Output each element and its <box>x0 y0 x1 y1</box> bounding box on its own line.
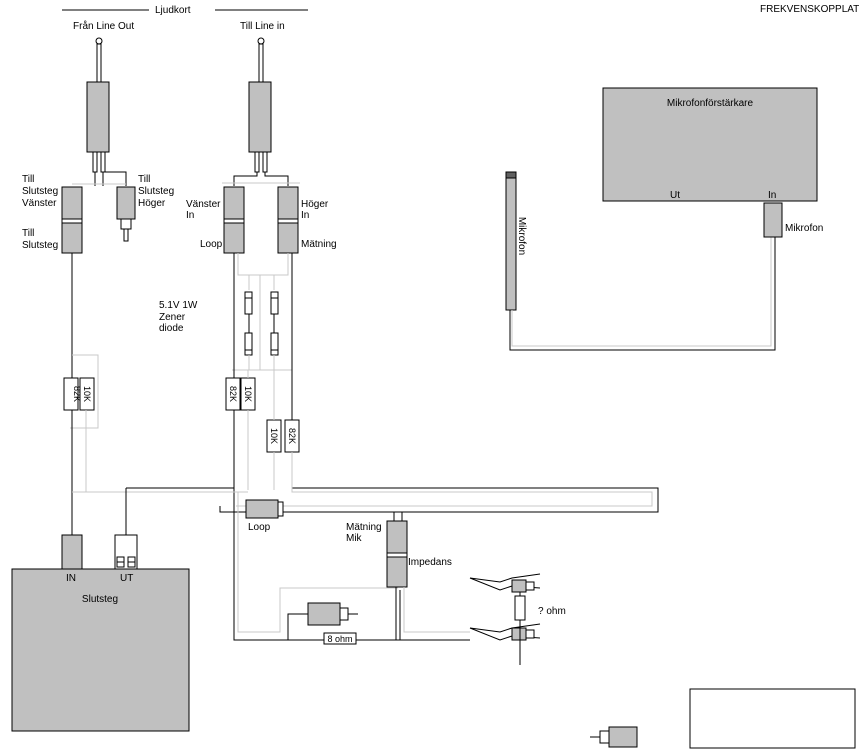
line-out-label: Från Line Out <box>73 20 134 32</box>
line-in-label: Till Line in <box>240 21 285 32</box>
resistor-r2-label: 10K <box>82 386 92 402</box>
rca-speaker-plug-icon <box>307 602 358 626</box>
amplifier-box <box>11 568 190 732</box>
matning-mik-label-2: Mik <box>346 533 363 544</box>
matning-mik-label-1: Mätning <box>346 522 382 533</box>
amp-title: Slutsteg <box>82 594 118 605</box>
sound-card-label: Ljudkort <box>155 5 191 16</box>
zener-diode-right-icon <box>270 291 279 356</box>
zener-label-1: 5.1V 1W <box>159 300 198 311</box>
amp-in-jack <box>61 534 83 570</box>
mic-amplifier-box <box>602 87 818 202</box>
eight-ohm-label: 8 ohm <box>327 634 352 644</box>
microphone-icon <box>505 171 517 311</box>
mikrofon-label: Mikrofon <box>785 223 823 234</box>
unknown-ohm-label: ? ohm <box>538 606 566 617</box>
left-vanster-label: Vänster <box>22 198 57 209</box>
till-slutsteg-label-2: Slutsteg <box>22 240 58 251</box>
right-slutsteg-label: Slutsteg <box>138 186 174 197</box>
right-till-label: Till <box>138 174 150 185</box>
vanster-in-label-2: In <box>186 210 194 221</box>
resistor-r6-label: 82K <box>287 428 297 444</box>
impedans-label: Impedans <box>408 557 452 568</box>
till-slutsteg-label-1: Till <box>22 228 34 239</box>
amp-ut-label: UT <box>120 573 133 584</box>
mic-input-jack <box>763 202 783 238</box>
eight-ohm-resistor: 8 ohm <box>323 632 357 645</box>
resistor-r5: 10K <box>266 419 282 453</box>
unknown-resistor-icon <box>514 595 526 665</box>
hoger-in-label-2: In <box>301 210 309 221</box>
hoger-in-label-1: Höger <box>301 199 329 210</box>
loop-jack-label: Loop <box>200 239 223 250</box>
resistor-r4: 10K <box>240 377 256 411</box>
left-till-label: Till <box>22 174 34 185</box>
mic-amp-title: Mikrofonförstärkare <box>667 98 754 109</box>
left-slutsteg-label: Slutsteg <box>22 186 58 197</box>
matning-mik-jack <box>386 520 408 588</box>
resistor-r1-label: 82K <box>72 386 82 402</box>
mic-amp-ut-label: Ut <box>670 190 680 201</box>
loop-connector-icon <box>245 499 284 519</box>
diagram-title: FREKVENSKOPPLAT <box>760 4 859 15</box>
vanster-in-label-1: Vänster <box>186 199 221 210</box>
matning-jack-label: Mätning <box>301 239 337 250</box>
matning-input-jack <box>277 186 299 254</box>
rca-plug-icon <box>116 186 136 242</box>
zener-label-2: Zener <box>159 312 186 323</box>
line-in-jack-icon <box>248 37 272 173</box>
amp-in-label: IN <box>66 573 76 584</box>
resistor-r3-label: 82K <box>228 386 238 402</box>
resistor-r2: 10K <box>79 377 95 411</box>
loop-input-jack <box>223 186 245 254</box>
left-output-jack <box>61 186 83 254</box>
zener-label-3: diode <box>159 323 184 334</box>
resistor-r1: 82K <box>63 377 82 411</box>
crocodile-clip-bottom-icon <box>469 623 541 641</box>
resistor-r5-label: 10K <box>269 428 279 444</box>
resistor-r6: 82K <box>284 419 300 453</box>
zener-diode-left-icon <box>244 291 253 356</box>
microphone-vertical-label: Mikrofon <box>516 217 527 255</box>
info-box <box>689 688 856 749</box>
amp-ut-connector <box>114 534 138 570</box>
loop-connector-label: Loop <box>248 522 271 533</box>
resistor-r4-label: 10K <box>243 386 253 402</box>
bottom-rca-plug-icon <box>590 726 638 748</box>
line-out-jack-icon <box>86 37 110 173</box>
right-hoger-label: Höger <box>138 198 166 209</box>
resistor-r3: 82K <box>225 377 241 411</box>
mic-amp-in-label: In <box>768 190 776 201</box>
